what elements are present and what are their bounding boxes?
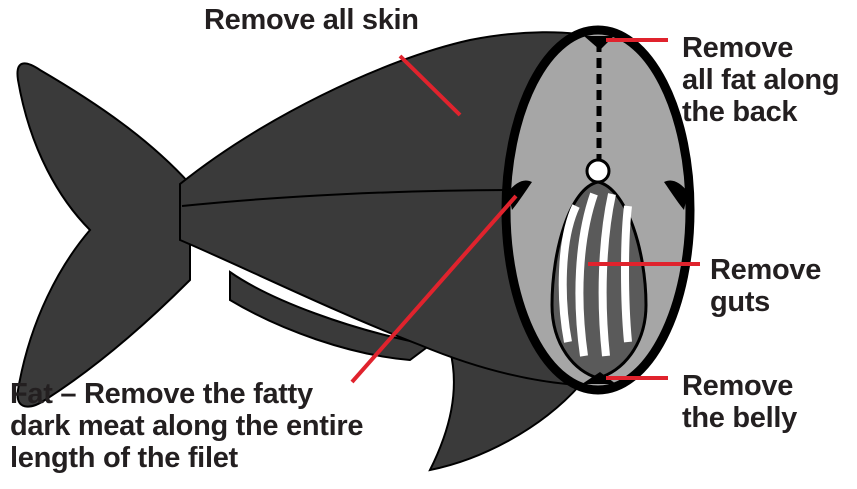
label-line: Remove bbox=[682, 32, 839, 64]
label-line: Remove bbox=[682, 370, 797, 402]
label-line: Remove bbox=[710, 254, 821, 286]
label-remove-back-fat: Remove all fat along the back bbox=[682, 32, 839, 128]
label-remove-skin: Remove all skin bbox=[204, 4, 419, 36]
label-line: Fat – Remove the fatty bbox=[10, 378, 363, 410]
label-line: Remove all skin bbox=[204, 4, 419, 36]
label-line: length of the filet bbox=[10, 442, 363, 474]
gut-stripe bbox=[625, 206, 628, 342]
label-fat-dark-meat: Fat – Remove the fatty dark meat along t… bbox=[10, 378, 363, 474]
label-line: guts bbox=[710, 286, 821, 318]
label-remove-guts: Remove guts bbox=[710, 254, 821, 318]
tail-fin bbox=[17, 63, 190, 406]
spine bbox=[587, 160, 609, 182]
label-line: dark meat along the entire bbox=[10, 410, 363, 442]
label-line: the back bbox=[682, 96, 839, 128]
label-line: all fat along bbox=[682, 64, 839, 96]
label-remove-belly: Remove the belly bbox=[682, 370, 797, 434]
label-line: the belly bbox=[682, 402, 797, 434]
